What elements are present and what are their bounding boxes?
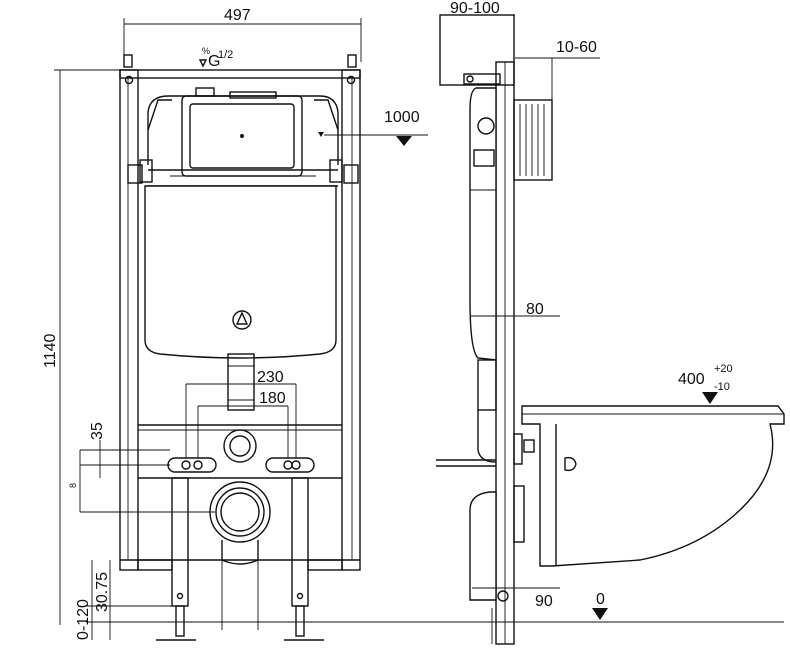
front-view: 497 1140 % G 1/2 (42, 7, 784, 641)
frame-depth-label: 80 (526, 301, 544, 318)
bowl-height-minus: -10 (714, 381, 730, 393)
inlet-prefix-label: % (202, 46, 210, 56)
foot-offset-label: 30.75 (94, 572, 111, 612)
bolt-spacing-outer: 230 (257, 369, 284, 386)
small-mark-label: 8 (68, 483, 78, 488)
wall-thickness-label: 10-60 (556, 39, 597, 56)
height-dimension: 1140 (42, 333, 59, 368)
side-view: 90-100 10-60 80 (436, 0, 785, 645)
floor-level-label: 0 (596, 591, 605, 608)
foot-adjust-label: 0-120 (75, 599, 92, 640)
inlet-thread-label: G (208, 53, 220, 70)
inlet-thread-fraction: 1/2 (218, 49, 233, 61)
depth-top-label: 90-100 (450, 0, 500, 17)
bottom-offset-label: 90 (535, 593, 553, 610)
bowl-height-label: 400 (678, 371, 705, 388)
bowl-height-plus: +20 (714, 363, 733, 375)
width-dimension: 497 (224, 7, 251, 24)
bolt-spacing-inner: 180 (259, 390, 286, 407)
bolt-height-label: 35 (89, 422, 106, 440)
tank-height-label: 1000 (384, 109, 420, 126)
